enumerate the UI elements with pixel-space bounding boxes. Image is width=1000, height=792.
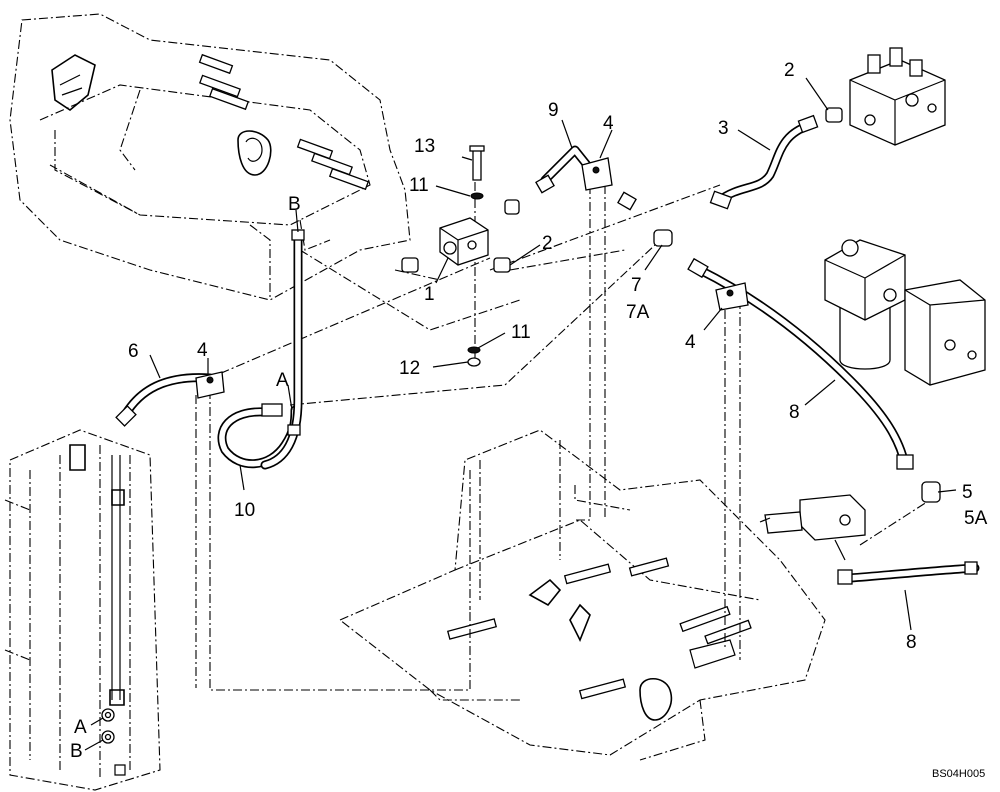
ref-label-b-cooler: B <box>70 741 83 762</box>
oil-cooler-assembly <box>4 429 161 791</box>
callout-4-right: 4 <box>685 332 696 353</box>
relief-valve-block <box>439 217 489 266</box>
leader-lines <box>84 77 957 751</box>
callout-11-lower: 11 <box>511 322 531 343</box>
ref-label-a-cooler: A <box>74 717 87 738</box>
callout-5: 5 <box>962 482 973 503</box>
upper-left-frame <box>9 13 411 301</box>
callout-4-left: 4 <box>197 340 208 361</box>
callout-8-lower: 8 <box>906 632 917 653</box>
elbow-7 <box>653 229 673 247</box>
callout-3: 3 <box>718 118 729 139</box>
washer-11-upper <box>470 192 484 200</box>
adapter-2-valve <box>493 257 511 273</box>
filter-pump-assembly <box>824 239 986 386</box>
hose-a-b <box>260 230 303 470</box>
floor-plate <box>338 429 826 761</box>
frame-bolt-group-top <box>198 53 370 191</box>
clamp-4-right <box>715 282 749 311</box>
adapter-valve-top <box>504 199 520 215</box>
callout-7: 7 <box>631 275 642 296</box>
callout-10: 10 <box>234 500 255 521</box>
callout-4-center: 4 <box>603 113 614 134</box>
callout-2-valve: 2 <box>542 233 553 254</box>
callout-labels: 1 2 2 3 4 4 4 5 5A 6 7 7A 8 8 9 10 11 11… <box>70 60 988 780</box>
callout-12: 12 <box>399 358 420 379</box>
fitting-ends <box>115 114 978 585</box>
callout-6: 6 <box>128 341 139 362</box>
lower-right-valve <box>759 494 866 561</box>
elbow-5 <box>921 481 941 503</box>
callout-9: 9 <box>548 100 559 121</box>
callout-8-upper: 8 <box>789 402 800 423</box>
callout-13: 13 <box>414 136 435 157</box>
adapter-2-upper <box>825 107 843 123</box>
clamp-4-left <box>195 371 225 399</box>
callout-11-upper: 11 <box>409 175 429 196</box>
control-valve-block <box>849 47 946 146</box>
hose-8-lower <box>845 563 980 583</box>
floor-bolt-strips <box>446 557 752 700</box>
bolt-13 <box>469 145 485 181</box>
callout-2-top: 2 <box>784 60 795 81</box>
routing-phantom-lines <box>195 165 931 691</box>
drawing-id: BS04H005 <box>932 768 985 780</box>
callout-7a: 7A <box>626 302 650 323</box>
washer-11-lower <box>467 346 481 354</box>
ref-label-b-hose: B <box>288 194 301 215</box>
callout-1: 1 <box>424 284 435 305</box>
adapter-left-valve <box>401 257 419 273</box>
ref-label-a-hose: A <box>276 370 289 391</box>
nut-12 <box>467 357 481 367</box>
clamp-4-center <box>581 157 613 191</box>
hose-3 <box>715 120 815 205</box>
callout-5a: 5A <box>964 508 988 529</box>
